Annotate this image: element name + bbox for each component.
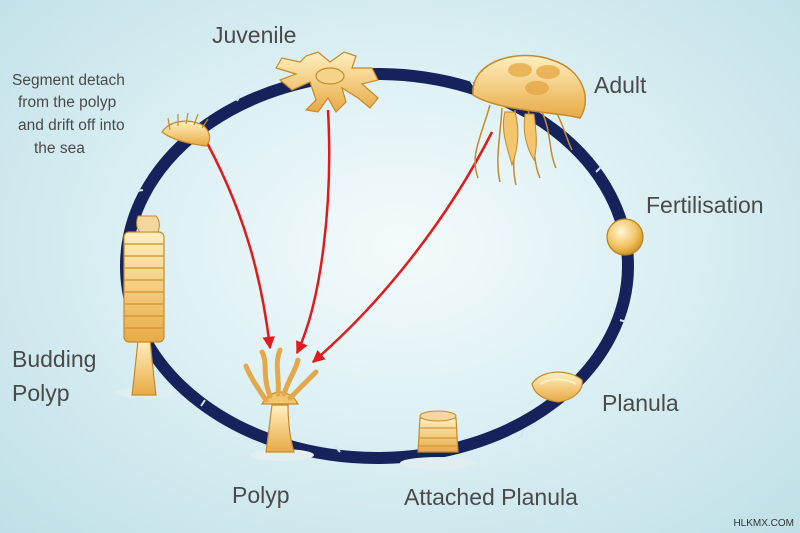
label-fertilisation: Fertilisation: [646, 192, 764, 218]
label-attached-planula: Attached Planula: [404, 484, 578, 510]
detached-segment-illustration: [161, 112, 211, 147]
juvenile-jellyfish-illustration: [275, 51, 379, 113]
arrow-juvenile-to-polyp: [295, 109, 331, 355]
label-budding: Budding: [12, 346, 97, 372]
label-segment-line-4: the sea: [34, 140, 85, 157]
arrow-adult-to-polyp: [312, 131, 494, 363]
label-polyp: Polyp: [232, 482, 290, 508]
label-segment-line-3: and drift off into: [18, 117, 125, 134]
polyp-illustration: [243, 347, 319, 461]
label-segment-line-1: Segment detach: [12, 72, 125, 89]
budding-polyp-illustration: [115, 215, 175, 398]
cycle-direction-chevrons: [136, 79, 627, 453]
label-juvenile: Juvenile: [212, 22, 297, 48]
planula-illustration: [531, 371, 583, 403]
fertilised-egg-illustration: [606, 218, 644, 256]
arrow-segment-to-polyp: [198, 129, 275, 350]
label-planula: Planula: [602, 390, 679, 416]
label-segment-line-2: from the polyp: [18, 94, 117, 111]
label-budding-polyp: Polyp: [12, 380, 70, 406]
label-adult: Adult: [594, 72, 647, 98]
attached-planula-illustration: [400, 410, 476, 469]
adult-jellyfish-illustration: [472, 54, 587, 186]
watermark: HLKMX.COM: [733, 518, 794, 529]
